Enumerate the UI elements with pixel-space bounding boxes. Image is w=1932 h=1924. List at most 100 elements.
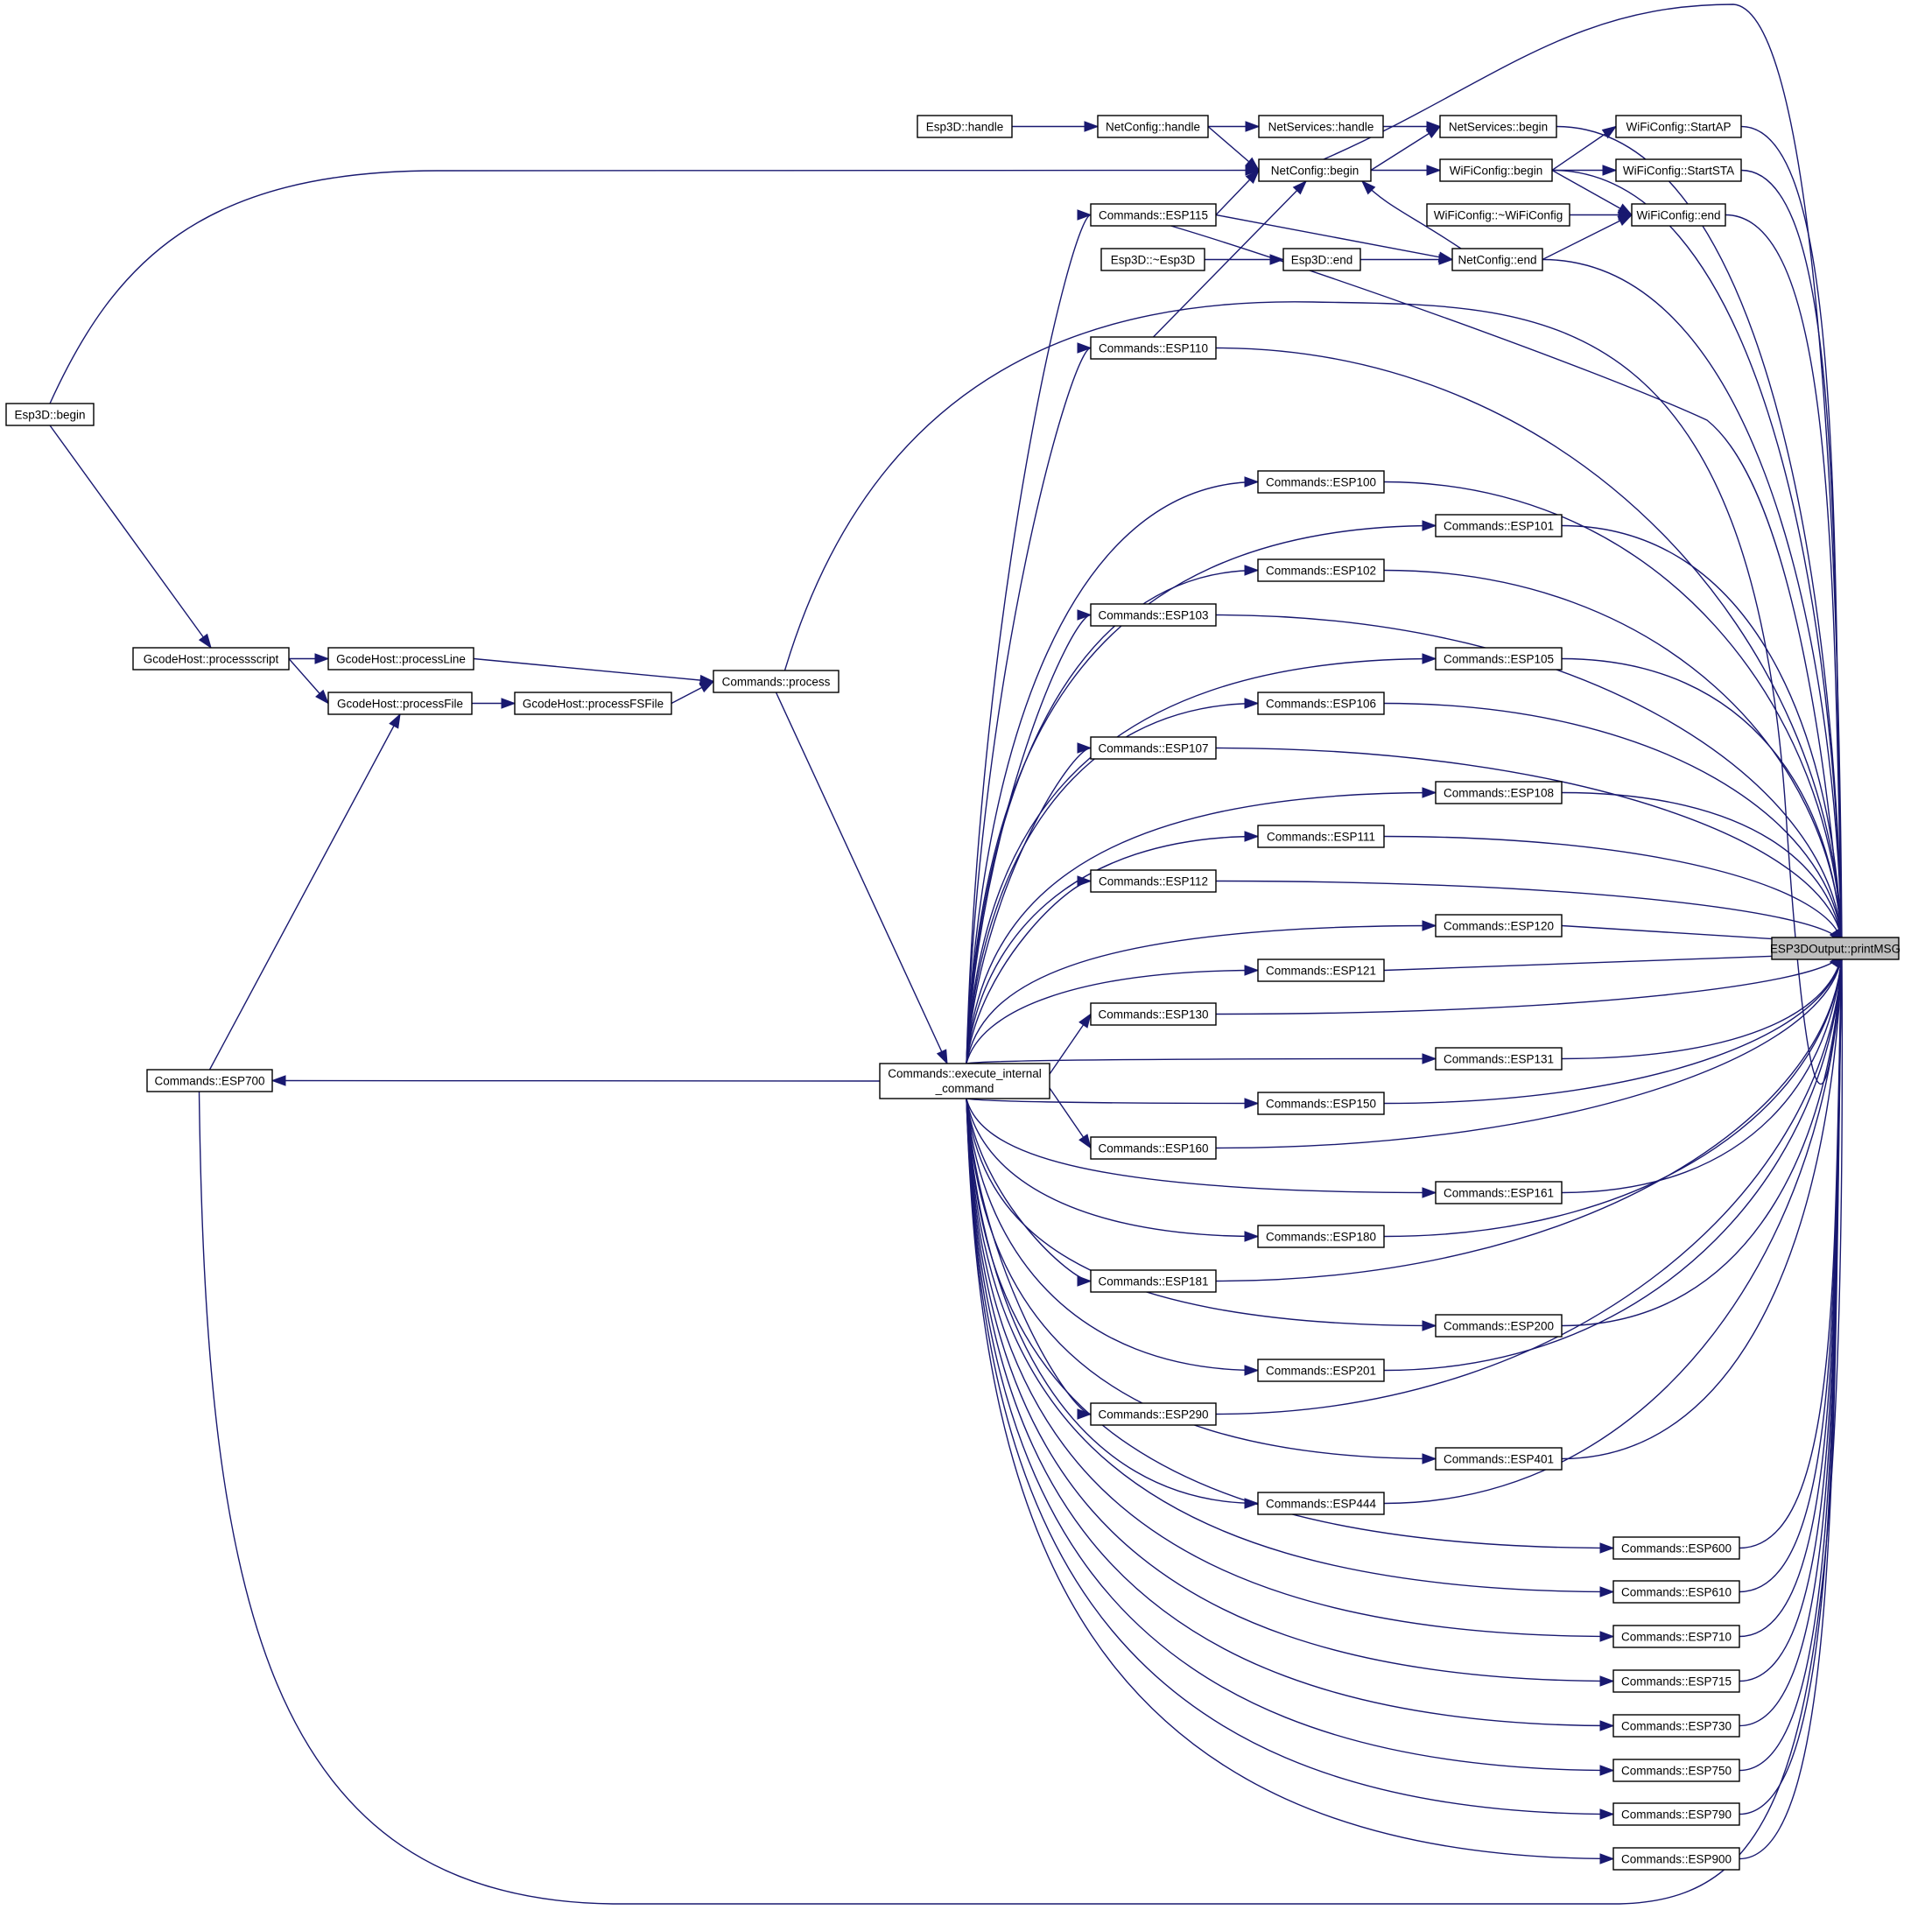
node-label: Commands::ESP710 [1621,1631,1732,1644]
node-netservices-begin[interactable]: NetServices::begin [1439,115,1557,138]
edge-arrow-44 [966,1098,1260,1109]
node-esp107[interactable]: Commands::ESP107 [1090,736,1217,760]
node-label: Commands::ESP161 [1444,1187,1554,1200]
node-esp130[interactable]: Commands::ESP130 [1090,1002,1217,1026]
node-gcode-processfile[interactable]: GcodeHost::processFile [327,692,473,715]
node-esp444[interactable]: Commands::ESP444 [1257,1492,1385,1515]
node-wifi-startsta[interactable]: WiFiConfig::StartSTA [1615,158,1742,182]
node-box [1090,1002,1217,1026]
node-box [1615,115,1742,138]
node-label: Commands::execute_internal [888,1067,1042,1080]
node-box [1090,336,1217,360]
node-esp401[interactable]: Commands::ESP401 [1435,1447,1563,1471]
node-esp790[interactable]: Commands::ESP790 [1612,1802,1740,1826]
edge-arrow-71 [1383,481,1843,944]
node-label: Commands::ESP112 [1099,875,1208,888]
node-printMSG[interactable]: ESP3DOutput::printMSG [1770,937,1900,960]
node-exec-internal[interactable]: Commands::execute_internal_command [879,1063,1050,1099]
node-esp715[interactable]: Commands::ESP715 [1612,1669,1740,1693]
node-esp112[interactable]: Commands::ESP112 [1090,869,1217,893]
node-wifi-begin[interactable]: WiFiConfig::begin [1439,158,1553,182]
node-box [1612,1847,1740,1871]
node-esp180[interactable]: Commands::ESP180 [1257,1225,1385,1248]
node-box [1435,514,1563,537]
node-gcode-processfsfile[interactable]: GcodeHost::processFSFile [514,692,672,715]
node-gcode-processline[interactable]: GcodeHost::processLine [327,647,474,671]
node-esp115[interactable]: Commands::ESP115 [1090,203,1217,227]
node-esp610[interactable]: Commands::ESP610 [1612,1580,1740,1604]
node-label: Esp3D::handle [926,121,1004,134]
node-esp110[interactable]: Commands::ESP110 [1090,336,1217,360]
node-box [1612,1714,1740,1738]
node-esp103[interactable]: Commands::ESP103 [1090,603,1217,627]
node-esp111[interactable]: Commands::ESP111 [1257,825,1385,848]
node-netservices-handle[interactable]: NetServices::handle [1258,115,1384,138]
edge-arrow-42 [1049,1013,1092,1075]
node-esp200[interactable]: Commands::ESP200 [1435,1314,1563,1338]
node-label: Commands::ESP105 [1444,653,1554,666]
node-label: NetConfig::handle [1106,121,1200,134]
node-box [1090,869,1217,893]
node-esp290[interactable]: Commands::ESP290 [1090,1402,1217,1426]
edge-arrow-21 [671,680,715,705]
node-esp120[interactable]: Commands::ESP120 [1435,914,1563,937]
edge-arrow-28 [966,209,1092,1064]
node-wifi-end[interactable]: WiFiConfig::end [1631,203,1726,227]
node-esp700[interactable]: Commands::ESP700 [146,1069,273,1092]
node-box [713,670,840,693]
node-commands-process[interactable]: Commands::process [713,670,840,693]
node-box [1258,158,1372,182]
edge-arrow-94 [1383,952,1843,1505]
node-esp105[interactable]: Commands::ESP105 [1435,647,1563,671]
node-esp102[interactable]: Commands::ESP102 [1257,558,1385,582]
edge-arrow-61 [966,1098,1615,1864]
edge-arrow-34 [966,653,1437,1064]
node-esp108[interactable]: Commands::ESP108 [1435,781,1563,804]
node-box [1612,1669,1740,1693]
node-esp710[interactable]: Commands::ESP710 [1612,1625,1740,1648]
node-box [1435,1447,1563,1471]
node-label: Esp3D::end [1291,254,1353,267]
node-esp3d-handle[interactable]: Esp3D::handle [917,115,1013,138]
node-esp101[interactable]: Commands::ESP101 [1435,514,1563,537]
node-box [1257,1359,1385,1382]
node-esp100[interactable]: Commands::ESP100 [1257,470,1385,494]
node-esp160[interactable]: Commands::ESP160 [1090,1136,1217,1160]
node-label: GcodeHost::processFSFile [523,698,664,711]
node-box [1100,248,1205,271]
edge-arrow-84 [1561,952,1843,1060]
node-esp150[interactable]: Commands::ESP150 [1257,1092,1385,1115]
node-wifi-startap[interactable]: WiFiConfig::StartAP [1615,115,1742,138]
node-netconfig-begin[interactable]: NetConfig::begin [1258,158,1372,182]
node-esp3d-end[interactable]: Esp3D::end [1282,248,1361,271]
node-label: Commands::ESP160 [1098,1142,1208,1155]
node-esp131[interactable]: Commands::ESP131 [1435,1047,1563,1071]
node-esp750[interactable]: Commands::ESP750 [1612,1759,1740,1782]
node-esp3d-destructor[interactable]: Esp3D::~Esp3D [1100,248,1205,271]
edge-arrow-45 [1049,1087,1092,1149]
node-netconfig-end[interactable]: NetConfig::end [1451,248,1543,271]
node-box [1257,1092,1385,1115]
node-netconfig-handle[interactable]: NetConfig::handle [1097,115,1209,138]
node-label: Commands::ESP201 [1266,1365,1376,1378]
node-wifi-destructor[interactable]: WiFiConfig::~WiFiConfig [1426,203,1570,227]
node-gcode-processscript[interactable]: GcodeHost::processscript [132,647,290,671]
node-box [879,1063,1050,1099]
node-box [1090,1402,1217,1426]
node-esp600[interactable]: Commands::ESP600 [1612,1536,1740,1560]
node-esp181[interactable]: Commands::ESP181 [1090,1269,1217,1293]
node-label: Commands::ESP444 [1266,1498,1377,1511]
node-esp730[interactable]: Commands::ESP730 [1612,1714,1740,1738]
node-esp161[interactable]: Commands::ESP161 [1435,1181,1563,1204]
node-esp201[interactable]: Commands::ESP201 [1257,1359,1385,1382]
node-esp900[interactable]: Commands::ESP900 [1612,1847,1740,1871]
node-label: GcodeHost::processscript [144,653,279,666]
edge-arrow-37 [966,787,1437,1064]
edge-arrow-49 [966,1098,1437,1331]
node-esp121[interactable]: Commands::ESP121 [1257,958,1385,982]
node-esp3d-begin[interactable]: Esp3D::begin [5,403,95,426]
node-esp106[interactable]: Commands::ESP106 [1257,692,1385,715]
node-box [1258,115,1384,138]
edge-arrow-39 [966,875,1092,1064]
